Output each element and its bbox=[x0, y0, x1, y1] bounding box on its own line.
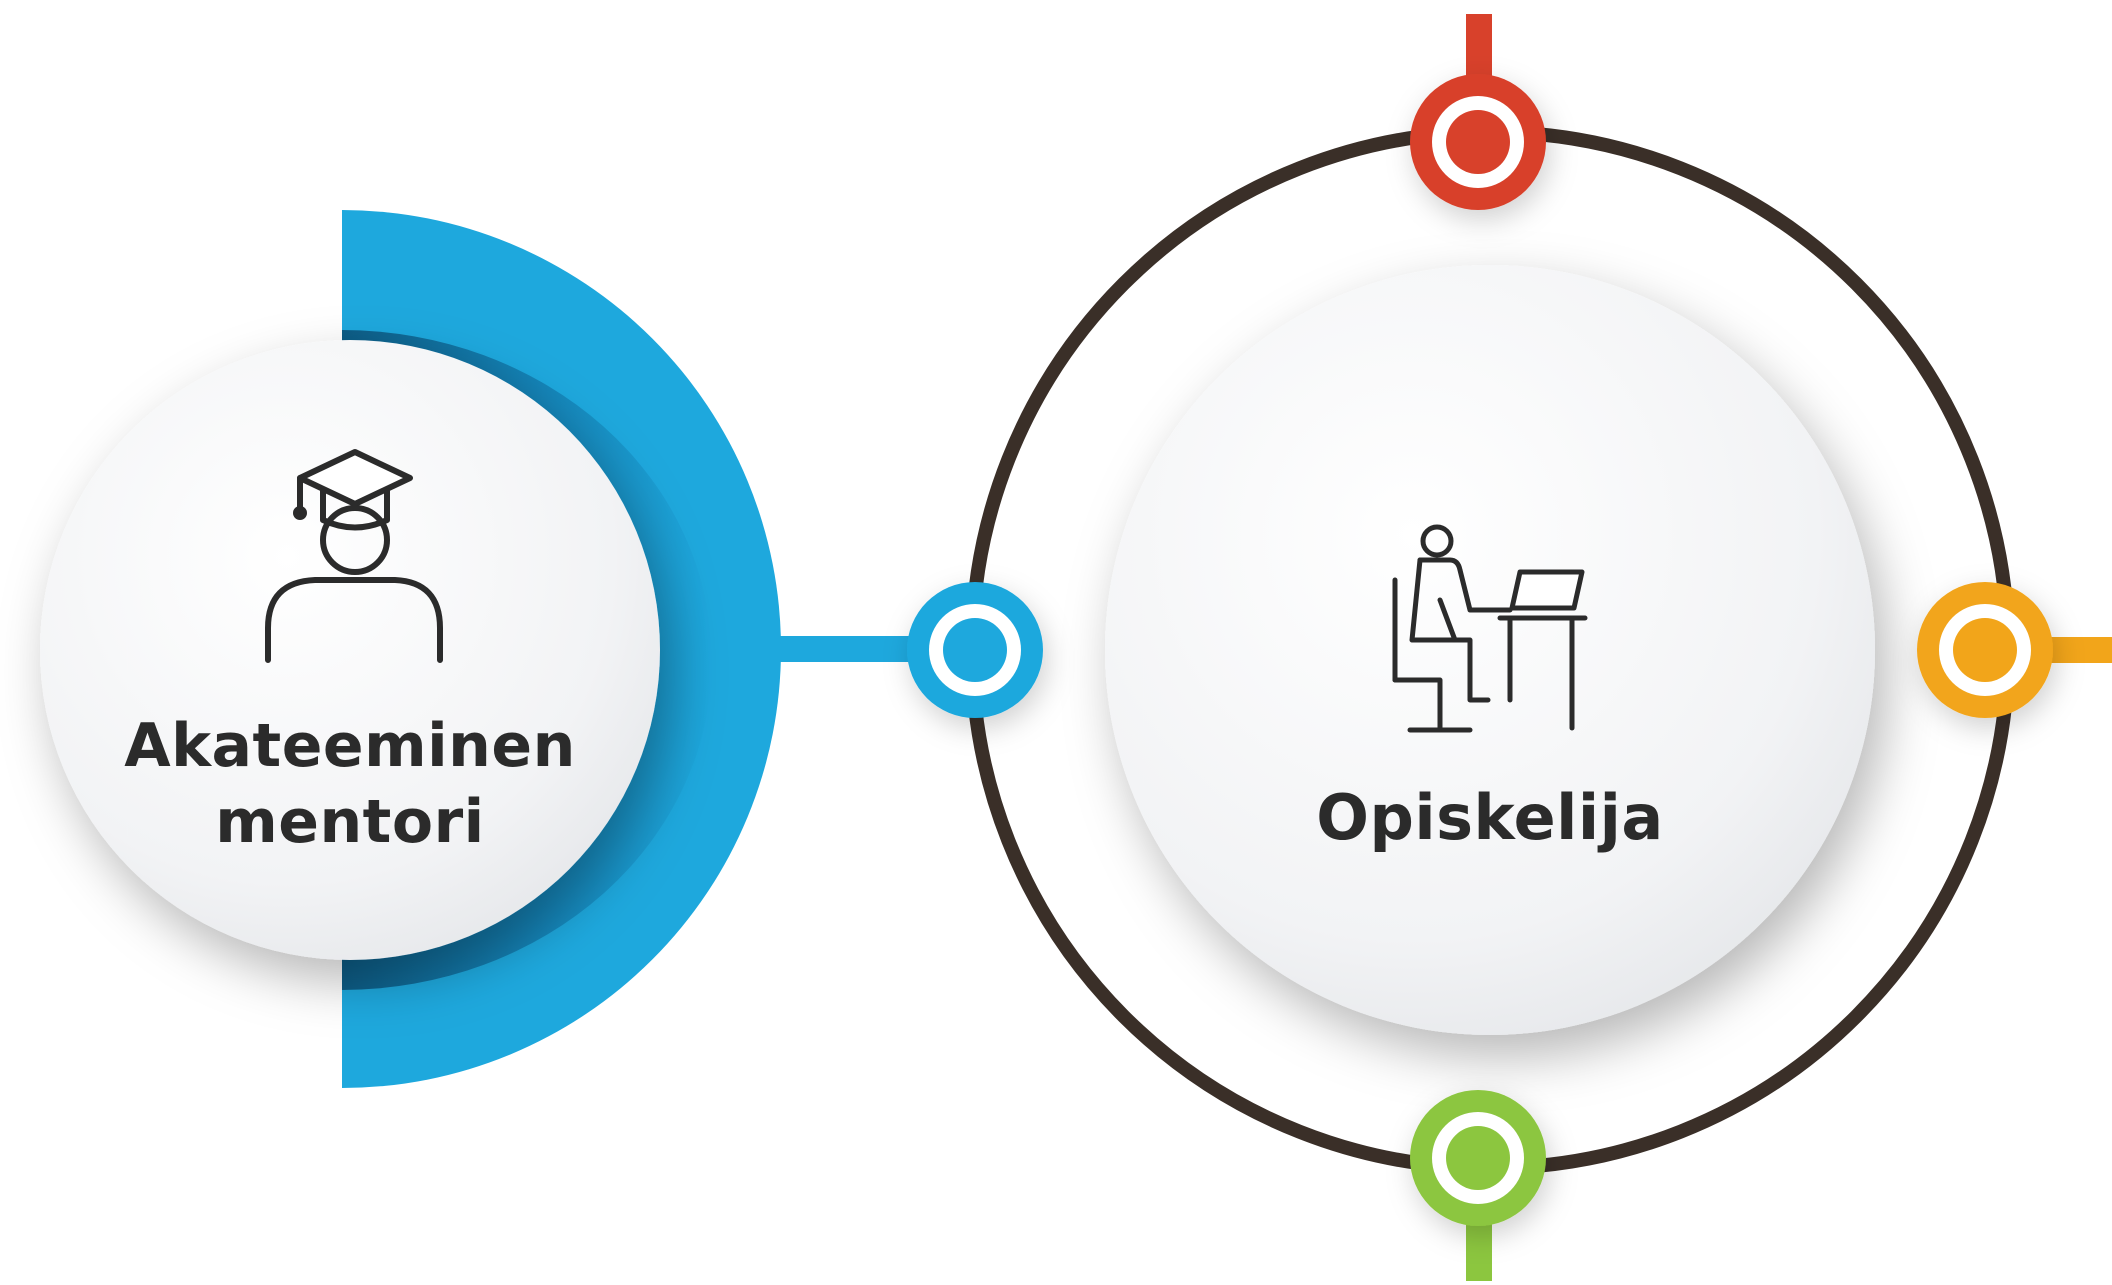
right-node-core bbox=[1953, 618, 2017, 682]
top-node-core bbox=[1446, 110, 1510, 174]
mentor-label-line1: Akateeminen bbox=[124, 711, 576, 781]
student-disc bbox=[1105, 265, 1875, 1035]
left-node-core bbox=[943, 618, 1007, 682]
bottom-node-core bbox=[1446, 1126, 1510, 1190]
mentor-label: Akateeminen mentori bbox=[110, 708, 590, 860]
mentor-disc bbox=[40, 340, 660, 960]
student-label: Opiskelija bbox=[1316, 781, 1664, 854]
graduate-icon bbox=[265, 449, 443, 663]
student-at-desk-icon bbox=[1392, 524, 1588, 733]
mentor-label-line2: mentori bbox=[215, 787, 485, 857]
